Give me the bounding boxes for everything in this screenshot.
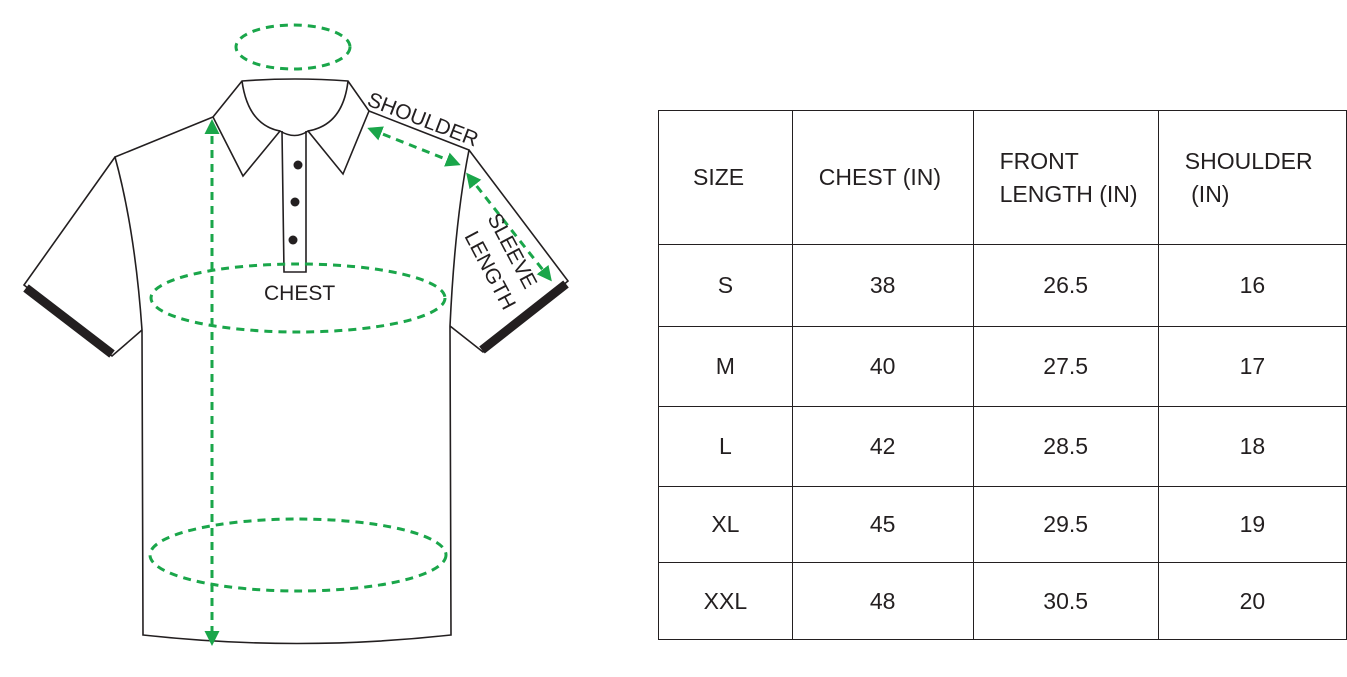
chest-label: CHEST — [264, 282, 335, 305]
chest-cell: 45 — [791, 486, 974, 563]
shoulder-cell: 19 — [1157, 486, 1347, 563]
size-cell: XL — [658, 486, 793, 563]
chest-cell: 40 — [791, 326, 974, 407]
front-length-cell: 29.5 — [972, 486, 1159, 563]
front-length-cell: 30.5 — [972, 562, 1159, 640]
front-length-cell: 28.5 — [972, 406, 1159, 487]
shoulder-arrow — [367, 126, 461, 167]
header-chest: CHEST (IN) — [791, 110, 974, 245]
header-size: SIZE — [658, 110, 793, 245]
header-text: LENGTH (IN) — [999, 180, 1138, 207]
button-dot — [288, 235, 298, 245]
front-length-cell: 26.5 — [972, 244, 1159, 327]
size-cell: S — [658, 244, 793, 327]
header-text: FRONT — [999, 147, 1079, 174]
size-cell: M — [658, 326, 793, 407]
header-shoulder: SHOULDER (IN) — [1157, 110, 1347, 245]
size-chart-table: SIZE CHEST (IN) FRONT LENGTH (IN) SHOULDE… — [658, 110, 1347, 640]
chest-cell: 48 — [791, 562, 974, 640]
front-length-cell: 27.5 — [972, 326, 1159, 407]
shoulder-cell: 17 — [1157, 326, 1347, 407]
size-cell: L — [658, 406, 793, 487]
neck-measure-ellipse — [234, 23, 352, 71]
chest-cell: 42 — [791, 406, 974, 487]
chest-measure-ellipse — [149, 262, 447, 334]
button-dot — [293, 160, 303, 170]
right-cuff — [479, 280, 569, 354]
shoulder-cell: 16 — [1157, 244, 1347, 327]
header-text: CHEST (IN) — [818, 164, 942, 190]
size-cell: XXL — [658, 562, 793, 640]
waist-measure-ellipse — [148, 517, 448, 593]
shoulder-cell: 18 — [1157, 406, 1347, 487]
left-cuff — [23, 284, 115, 358]
buttons — [288, 160, 303, 245]
shoulder-cell: 20 — [1157, 562, 1347, 640]
shoulder-label: SHOULDER — [364, 88, 481, 151]
header-front-length: FRONT LENGTH (IN) — [972, 110, 1159, 245]
cuffs — [23, 280, 569, 358]
button-dot — [290, 197, 300, 207]
polo-shirt-diagram: CHEST SHOULDER SLEEVE LENGTH — [22, 23, 570, 646]
header-text: SIZE — [693, 164, 745, 190]
table-header-row: SIZE CHEST (IN) FRONT LENGTH (IN) SHOULDE… — [658, 110, 1347, 245]
header-text: SHOULDER — [1184, 147, 1313, 174]
chest-cell: 38 — [791, 244, 974, 327]
header-text: (IN) — [1184, 180, 1230, 207]
